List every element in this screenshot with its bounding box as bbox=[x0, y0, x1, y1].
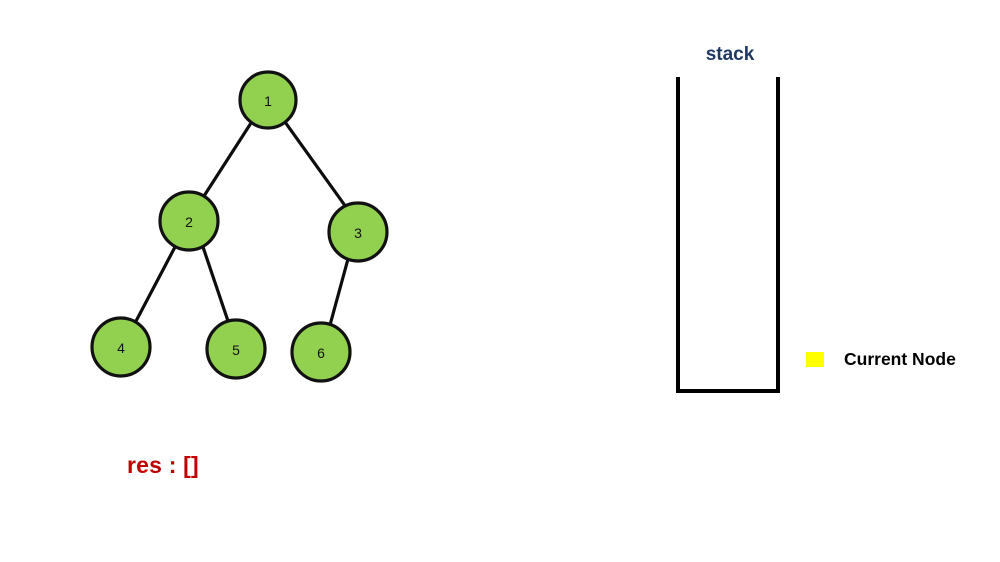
tree-node-label-5: 5 bbox=[232, 342, 240, 358]
tree-node-label-2: 2 bbox=[185, 214, 193, 230]
stack-right-wall bbox=[776, 77, 780, 393]
tree-node-circle-5[interactable] bbox=[205, 318, 267, 380]
tree-edge-1-2 bbox=[202, 121, 253, 198]
tree-node-4[interactable]: 4 bbox=[90, 316, 152, 378]
tree-node-circle-2[interactable] bbox=[158, 190, 220, 252]
stack-left-wall bbox=[676, 77, 680, 393]
stack-title-label: stack bbox=[705, 44, 755, 65]
tree-node-1[interactable]: 1 bbox=[238, 70, 298, 130]
tree-node-5[interactable]: 5 bbox=[205, 318, 267, 380]
tree-node-2[interactable]: 2 bbox=[158, 190, 220, 252]
tree-edge-group bbox=[133, 120, 350, 327]
tree-node-label-1: 1 bbox=[264, 93, 272, 109]
tree-node-group: 1 2 3 4 5 6 bbox=[90, 70, 389, 383]
tree-node-circle-3[interactable] bbox=[327, 201, 389, 263]
tree-edge-1-3 bbox=[283, 120, 348, 209]
tree-node-circle-6[interactable] bbox=[290, 321, 352, 383]
tree-node-label-6: 6 bbox=[317, 345, 325, 361]
current-node-swatch-icon bbox=[806, 352, 824, 367]
result-list-text: res : [] bbox=[127, 452, 199, 478]
stack-base bbox=[676, 389, 780, 393]
tree-edge-3-6 bbox=[328, 257, 350, 327]
tree-node-circle-4[interactable] bbox=[90, 316, 152, 378]
tree-node-3[interactable]: 3 bbox=[327, 201, 389, 263]
tree-node-label-3: 3 bbox=[354, 225, 362, 241]
tree-edge-2-5 bbox=[201, 245, 230, 323]
tree-node-circle-1[interactable] bbox=[238, 70, 298, 130]
legend-current-node-label: Current Node bbox=[844, 349, 956, 369]
tree-node-6[interactable]: 6 bbox=[290, 321, 352, 383]
stack-container bbox=[676, 77, 780, 393]
tree-node-label-4: 4 bbox=[117, 340, 125, 356]
tree-edge-2-4 bbox=[133, 245, 177, 325]
legend: Current Node bbox=[806, 349, 956, 370]
